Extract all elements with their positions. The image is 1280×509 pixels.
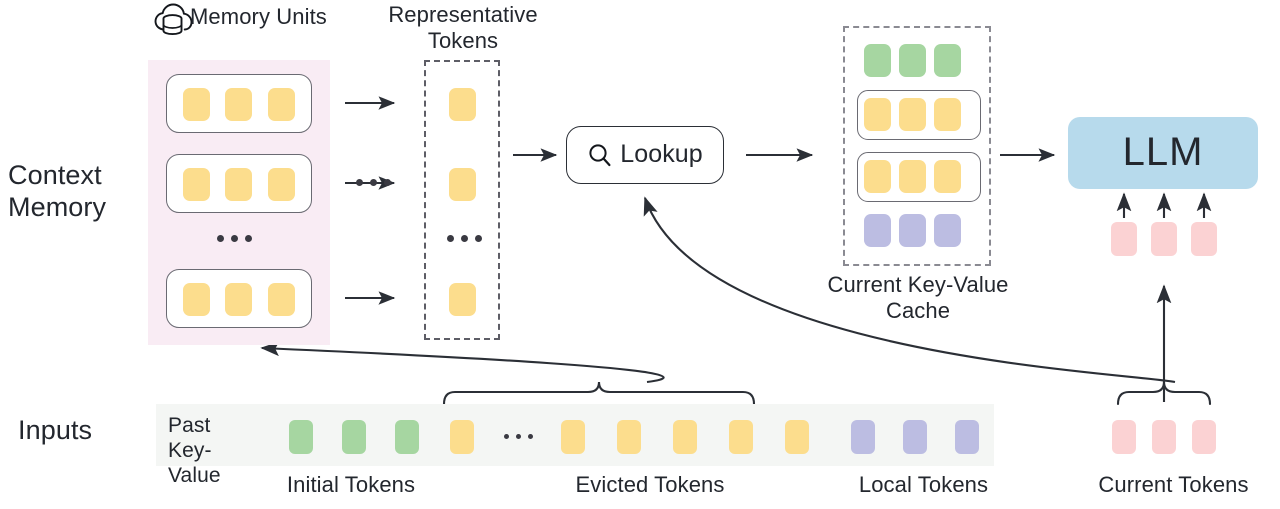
evicted-tokens-ellipsis	[504, 434, 533, 439]
input-token-local	[903, 420, 927, 454]
input-token-evicted	[561, 420, 585, 454]
search-icon	[587, 142, 613, 168]
input-token-evicted	[785, 420, 809, 454]
cloud-database-icon	[153, 0, 197, 40]
representative-token	[449, 88, 476, 121]
llm-input-token	[1191, 222, 1217, 256]
input-token-local	[851, 420, 875, 454]
kv-token	[899, 214, 926, 247]
llm-label: LLM	[1122, 130, 1204, 175]
memory-token	[183, 88, 210, 121]
kv-token	[864, 98, 891, 131]
input-token-initial	[395, 420, 419, 454]
caption-initial-tokens: Initial Tokens	[286, 472, 416, 497]
memory-units-ellipsis	[217, 235, 252, 242]
input-token-current	[1112, 420, 1136, 454]
input-token-evicted	[729, 420, 753, 454]
llm-input-token	[1111, 222, 1137, 256]
memory-unit-2[interactable]	[166, 154, 312, 213]
representative-tokens-box	[424, 60, 500, 340]
kv-cache-row-initial	[864, 44, 961, 77]
representative-token	[449, 168, 476, 201]
kv-token	[934, 98, 961, 131]
memory-token	[225, 283, 252, 316]
caption-evicted-tokens: Evicted Tokens	[575, 472, 725, 497]
representative-token	[449, 283, 476, 316]
caption-current-tokens: Current Tokens	[1098, 472, 1249, 497]
kv-token	[899, 98, 926, 131]
kv-token	[864, 214, 891, 247]
current-kv-cache-caption: Current Key-Value Cache	[827, 272, 1009, 323]
kv-token	[864, 160, 891, 193]
memory-token	[183, 168, 210, 201]
kv-token	[899, 44, 926, 77]
memory-unit-1[interactable]	[166, 74, 312, 133]
kv-cache-row-retrieved-1	[864, 98, 961, 131]
input-token-current	[1152, 420, 1176, 454]
past-key-value-label: Past Key-Value	[168, 414, 221, 487]
memory-units-title: Memory Units	[190, 4, 327, 29]
kv-token	[864, 44, 891, 77]
input-token-evicted	[450, 420, 474, 454]
memory-token	[183, 283, 210, 316]
input-token-initial	[342, 420, 366, 454]
brace-current-tokens	[1116, 381, 1212, 406]
memory-token	[225, 88, 252, 121]
representative-tokens-ellipsis	[447, 235, 482, 242]
kv-cache-row-local	[864, 214, 961, 247]
current-kv-cache-box	[843, 26, 991, 266]
lookup-label: Lookup	[620, 140, 703, 169]
memory-token	[268, 283, 295, 316]
memory-token	[268, 168, 295, 201]
memory-unit-3[interactable]	[166, 269, 312, 328]
brace-evicted-tokens	[442, 381, 756, 406]
memory-to-rep-ellipsis	[356, 179, 391, 186]
llm-input-token	[1151, 222, 1177, 256]
inputs-row-label: Inputs	[18, 415, 93, 445]
context-memory-row-label: Context Memory	[8, 160, 107, 222]
memory-token	[268, 88, 295, 121]
kv-token	[899, 160, 926, 193]
input-token-initial	[289, 420, 313, 454]
lookup-button[interactable]: Lookup	[566, 126, 724, 184]
input-token-local	[955, 420, 979, 454]
input-token-evicted	[673, 420, 697, 454]
kv-token	[934, 44, 961, 77]
kv-cache-row-retrieved-2	[864, 160, 961, 193]
curve-evicted-to-context-memory	[260, 341, 665, 384]
kv-token	[934, 214, 961, 247]
input-token-evicted	[617, 420, 641, 454]
llm-box[interactable]: LLM	[1068, 117, 1258, 189]
memory-token	[225, 168, 252, 201]
input-token-current	[1192, 420, 1216, 454]
caption-local-tokens: Local Tokens	[858, 472, 989, 497]
kv-token	[934, 160, 961, 193]
representative-tokens-title: Representative Tokens	[388, 2, 538, 53]
